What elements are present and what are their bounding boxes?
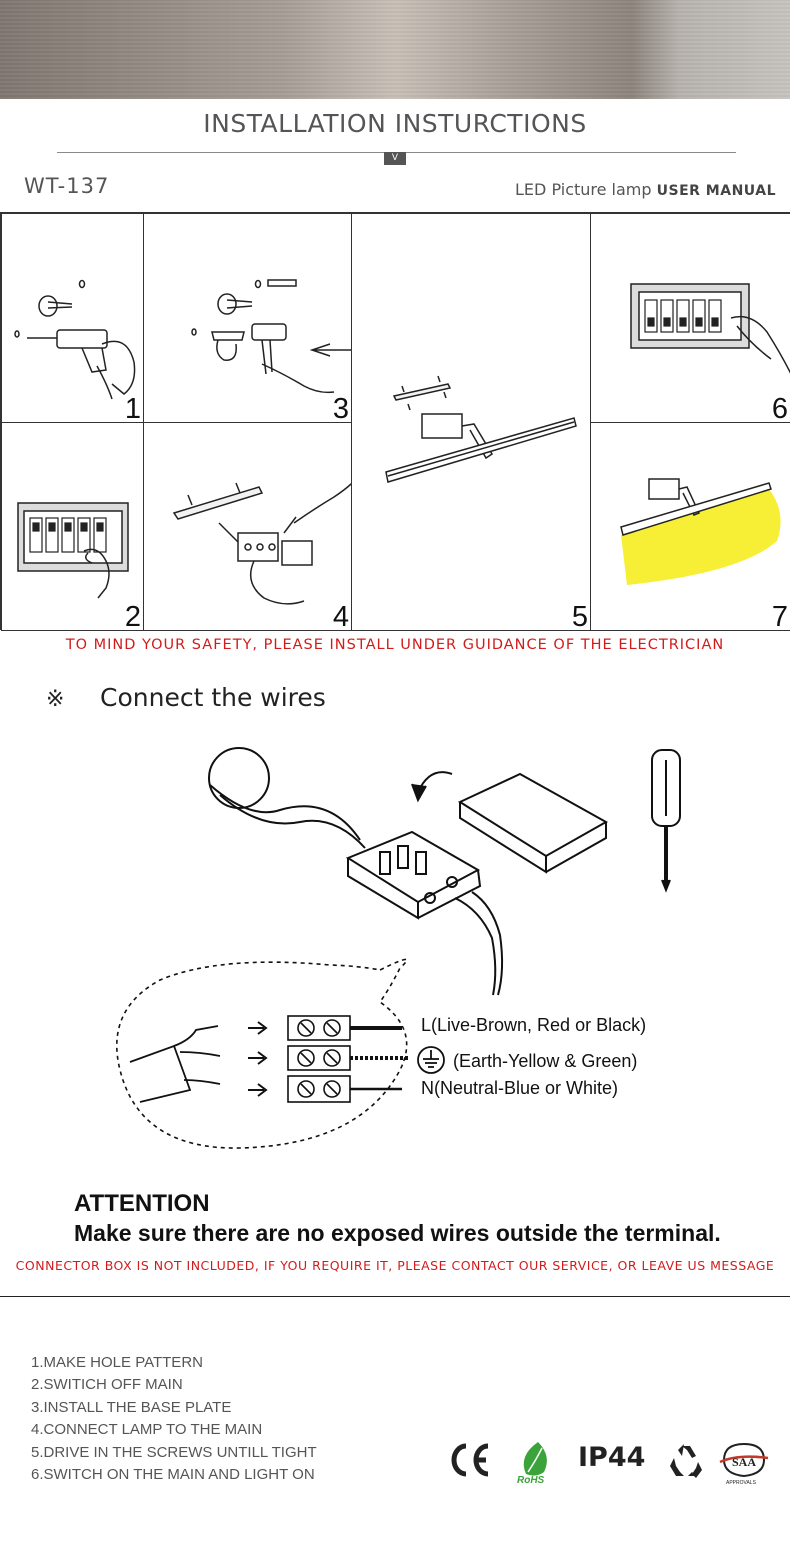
step-panel-3: 3 — [143, 213, 352, 423]
step-panel-7: 7 — [590, 422, 790, 631]
drill-icon — [14, 279, 136, 400]
installation-steps-grid: 1 2 — [0, 212, 790, 631]
breaker-switch-off-icon — [17, 502, 129, 599]
wall-outlet-circle — [208, 747, 270, 809]
step-number-4: 4 — [332, 601, 349, 631]
arrow-earth — [248, 1051, 268, 1065]
screwdriver-icon — [651, 749, 681, 893]
terminal-screws — [287, 1015, 351, 1103]
step-number-6: 6 — [771, 393, 788, 423]
ce-mark-icon — [451, 1443, 489, 1477]
svg-text:APPROVALS: APPROVALS — [726, 1480, 757, 1486]
list-item: 2.SWITICH OFF MAIN — [31, 1376, 183, 1394]
wall-cable — [209, 784, 361, 841]
page-title: INSTALLATION INSTURCTIONS — [203, 109, 587, 138]
step-number-7: 7 — [771, 601, 788, 631]
step-panel-2: 2 — [1, 422, 144, 631]
wire-bundle — [129, 1025, 221, 1103]
step-panel-1: 1 — [1, 213, 144, 423]
step-number-5: 5 — [571, 601, 588, 631]
certification-marks: RoHS SAA APPROVALS IP44 — [448, 1436, 778, 1486]
ip-rating: IP44 — [578, 1442, 646, 1473]
list-item: 3.INSTALL THE BASE PLATE — [31, 1398, 232, 1416]
reference-mark: ※ — [46, 687, 65, 712]
wire-connection-icon — [172, 482, 351, 605]
lamp-cable — [454, 897, 497, 996]
saa-mark-icon: SAA APPROVALS — [719, 1442, 769, 1486]
attention-message: Make sure there are no exposed wires out… — [74, 1220, 721, 1246]
safety-notice: TO MIND YOUR SAFETY, PLEASE INSTALL UNDE… — [65, 637, 725, 653]
model-number: WT-137 — [24, 174, 110, 198]
product-line: LED Picture lamp USER MANUAL — [515, 180, 776, 199]
step-panel-5: 5 — [351, 213, 591, 631]
list-item: 4.CONNECT LAMP TO THE MAIN — [31, 1421, 263, 1439]
lamp-lit-icon — [620, 478, 781, 585]
step-panel-4: 4 — [143, 422, 352, 631]
terminal-cover — [457, 772, 609, 874]
list-item: 1.MAKE HOLE PATTERN — [31, 1354, 203, 1371]
rohs-leaf-icon: RoHS — [517, 1442, 547, 1486]
wiring-heading-text: Connect the wires — [100, 683, 326, 712]
step-number-1: 1 — [124, 393, 141, 423]
connector-note: CONNECTOR BOX IS NOT INCLUDED, IF YOU RE… — [15, 1258, 775, 1273]
arrow-live — [248, 1021, 268, 1035]
neutral-wire-label: N(Neutral-Blue or White) — [421, 1078, 619, 1098]
anchor-hammer-icon — [191, 279, 351, 394]
list-item: 5.DRIVE IN THE SCREWS UNTILL TIGHT — [31, 1443, 317, 1461]
svg-text:RoHS: RoHS — [517, 1475, 545, 1486]
manual-label: USER MANUAL — [656, 183, 776, 199]
section-divider — [0, 1296, 790, 1297]
steps-list: 1.MAKE HOLE PATTERN 2.SWITICH OFF MAIN 3… — [31, 1352, 317, 1486]
breaker-switch-on-icon — [630, 283, 790, 374]
wiring-diagram — [116, 747, 681, 1149]
product-name: LED Picture lamp — [515, 180, 652, 199]
earth-symbol-icon — [417, 1046, 445, 1074]
wiring-heading: ※ Connect the wires — [46, 683, 326, 712]
step-number-3: 3 — [332, 393, 349, 423]
certification-logos: RoHS SAA APPROVALS — [451, 1442, 769, 1486]
header-banner-photo — [0, 0, 790, 99]
terminal-block — [345, 830, 504, 996]
divider-tag: V — [384, 152, 406, 165]
earth-wire-label: (Earth-Yellow & Green) — [453, 1051, 638, 1071]
step-panel-6: 6 — [590, 213, 790, 423]
mount-lamp-icon — [385, 375, 577, 483]
step-number-2: 2 — [124, 601, 141, 631]
detail-bubble — [116, 958, 408, 1149]
list-item: 6.SWITCH ON THE MAIN AND LIGHT ON — [31, 1466, 315, 1484]
arrow-neutral — [248, 1083, 268, 1097]
recycle-icon — [670, 1444, 702, 1478]
attention-title: ATTENTION — [74, 1190, 210, 1217]
live-wire-label: L(Live-Brown, Red or Black) — [421, 1015, 647, 1035]
svg-text:SAA: SAA — [732, 1455, 756, 1469]
